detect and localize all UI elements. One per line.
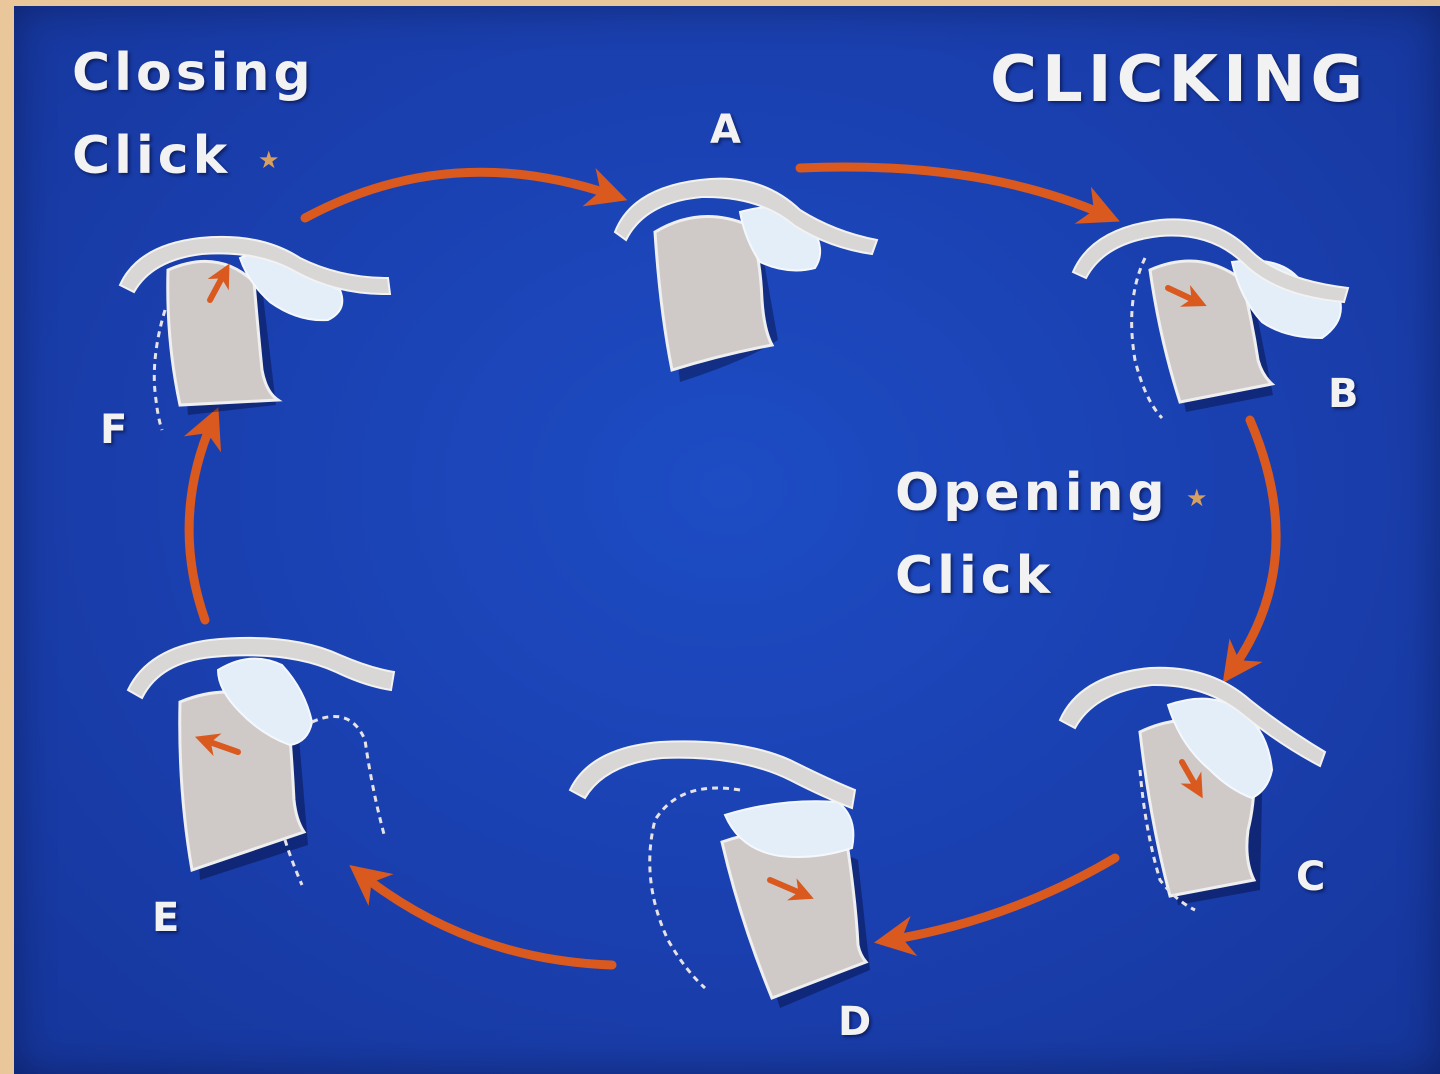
diagram-title: CLICKING: [990, 43, 1369, 117]
joint-figure-a: [613, 177, 879, 382]
closing-click-star-icon: ★: [258, 146, 280, 174]
opening-click-line2: Click: [895, 546, 1055, 606]
opening-click-star-icon: ★: [1186, 484, 1208, 512]
stage-label-c: C: [1296, 854, 1326, 900]
joint-figure-c: [1058, 666, 1327, 912]
cycle-arrow-c-to-d: [874, 853, 1120, 956]
stage-label-d: D: [838, 999, 872, 1045]
cycle-arrow-b-to-c: [1222, 415, 1281, 684]
joint-figure-b: [1071, 218, 1350, 420]
cycle-arrow-a-to-b: [795, 162, 1120, 224]
stage-label-a: A: [710, 107, 741, 153]
joint-figure-f: [118, 235, 392, 431]
cycle-arrow-d-to-e: [349, 864, 617, 970]
joint-figure-e: [126, 636, 396, 886]
closing-click-line1: Closing: [72, 43, 315, 103]
stage-label-f: F: [100, 407, 128, 453]
opening-click-line1: Opening: [895, 463, 1169, 523]
closing-click-line2: Click: [72, 126, 232, 186]
joint-figure-d: [568, 740, 870, 1008]
cycle-arrow-e-to-f: [183, 407, 222, 625]
stage-label-b: B: [1328, 371, 1359, 417]
cycle-arrow-f-to-a: [300, 167, 628, 223]
stage-label-e: E: [152, 895, 180, 941]
